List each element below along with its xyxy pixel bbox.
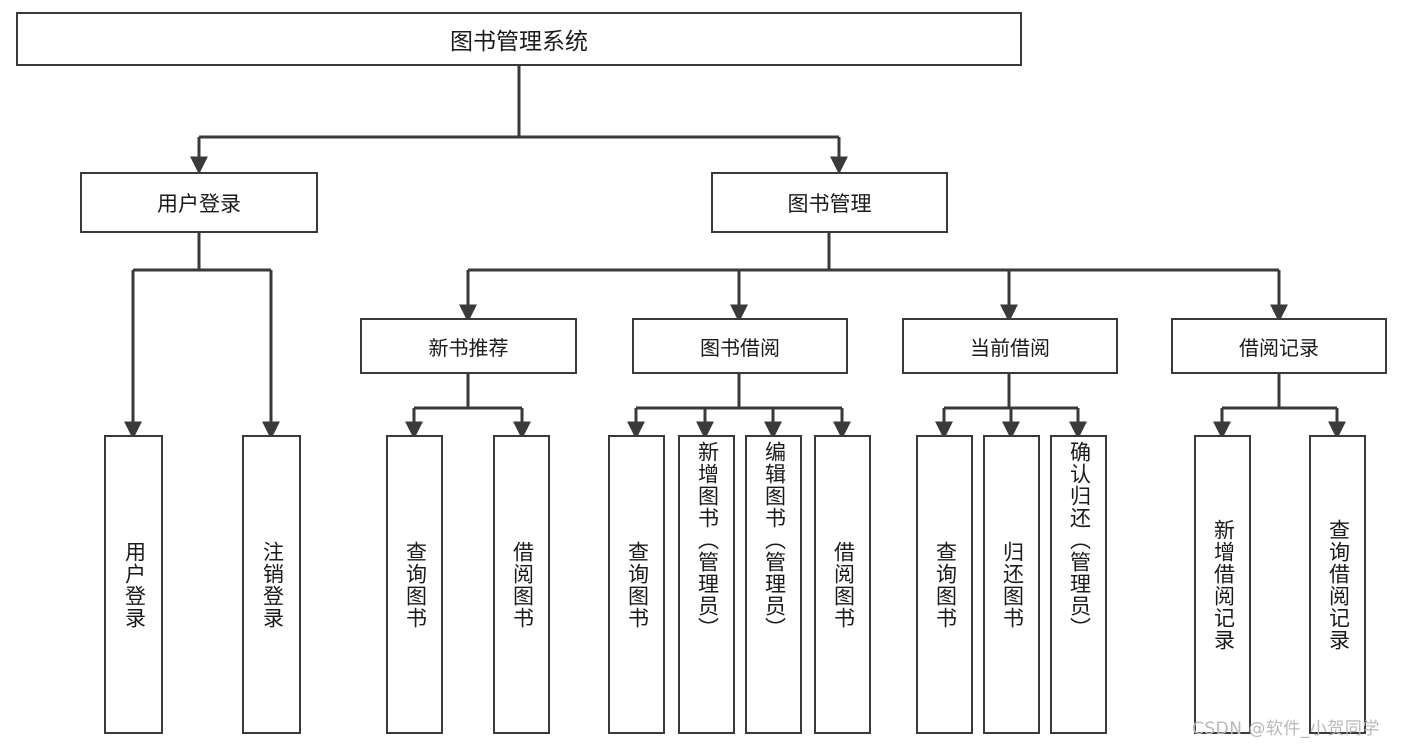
node-root-system[interactable]: 图书管理系统 [16, 12, 1022, 66]
leaf-return-book[interactable]: 归还图书 [983, 435, 1040, 734]
leaf-query-book-current[interactable]: 查询图书 [916, 435, 973, 734]
leaf-user-logout[interactable]: 注销登录 [242, 435, 301, 734]
csdn-watermark: CSDN @软件_小贺同学 [1192, 719, 1380, 739]
leaf-borrow-book-recommend[interactable]: 借阅图书 [493, 435, 550, 734]
leaf-add-borrow-record[interactable]: 新增借阅记录 [1194, 435, 1251, 734]
leaf-query-borrow-record[interactable]: 查询借阅记录 [1309, 435, 1366, 734]
leaf-add-book-admin[interactable]: 新增图书（管理员） [678, 435, 735, 734]
node-borrow-records[interactable]: 借阅记录 [1171, 318, 1387, 374]
leaf-confirm-return-admin[interactable]: 确认归还（管理员） [1050, 435, 1107, 734]
leaf-query-book-recommend[interactable]: 查询图书 [386, 435, 443, 734]
leaf-borrow-book[interactable]: 借阅图书 [814, 435, 871, 734]
leaf-edit-book-admin[interactable]: 编辑图书（管理员） [745, 435, 802, 734]
node-user-login[interactable]: 用户登录 [80, 172, 318, 233]
node-book-management[interactable]: 图书管理 [711, 172, 948, 233]
node-book-borrow[interactable]: 图书借阅 [632, 318, 848, 374]
node-new-book-recommend[interactable]: 新书推荐 [360, 318, 577, 374]
leaf-query-book-borrow[interactable]: 查询图书 [608, 435, 665, 734]
node-current-borrow[interactable]: 当前借阅 [902, 318, 1118, 374]
leaf-user-login[interactable]: 用户登录 [104, 435, 163, 734]
